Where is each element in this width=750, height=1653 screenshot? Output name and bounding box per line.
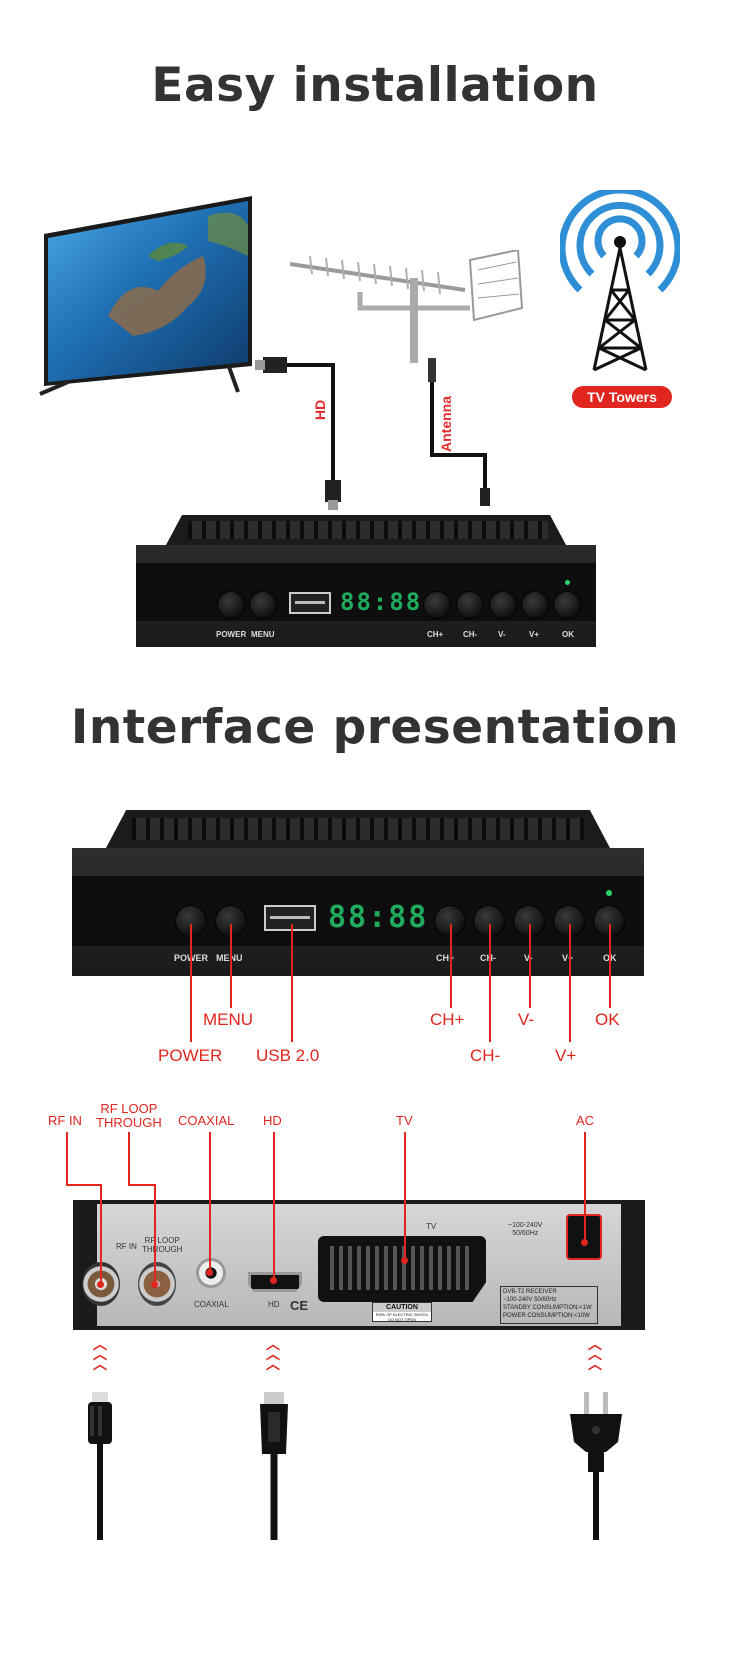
status-led-2 xyxy=(606,890,612,896)
spec-line: ~100-240V 50/60Hz xyxy=(503,1297,557,1303)
callout-tv: TV xyxy=(396,1113,413,1128)
callout-coaxial: COAXIAL xyxy=(178,1113,235,1128)
rf-plug-image xyxy=(80,1392,120,1542)
panel-text-hd: HD xyxy=(268,1300,280,1309)
menu-button[interactable] xyxy=(250,592,276,618)
callout-line-rfin xyxy=(66,1132,68,1184)
panel-text-rfin: RF IN xyxy=(116,1242,137,1251)
callout-line-rfloop-h xyxy=(128,1184,156,1186)
callout-line-vminus xyxy=(529,924,531,1008)
callout-line-rfin-v xyxy=(100,1184,102,1284)
callout-line-rfin-h xyxy=(66,1184,102,1186)
btn2-label-vplus: V+ xyxy=(562,953,574,963)
scart-port[interactable] xyxy=(318,1236,486,1302)
antenna-cable-label: Antenna xyxy=(438,396,454,452)
hdmi-plug-image xyxy=(254,1392,294,1542)
btn-label-vplus: V+ xyxy=(529,630,540,639)
caution-title: CAUTION xyxy=(373,1303,431,1312)
btn-label-chplus: CH+ xyxy=(427,630,444,639)
spec-line: STANDBY CONSUMPTION:<1W xyxy=(503,1305,592,1311)
callout-usb: USB 2.0 xyxy=(256,1046,320,1065)
caution-subtitle: RISK OF ELECTRIC SHOCK DO NOT OPEN xyxy=(375,1312,429,1322)
tv-image xyxy=(38,196,258,396)
callout-line-rfloop-v xyxy=(154,1184,156,1284)
callout-dot-tv xyxy=(401,1257,408,1264)
section-title-interface: Interface presentation xyxy=(70,700,680,755)
tv-tower-icon xyxy=(558,186,682,380)
led-display-2: 88:88 xyxy=(328,900,429,935)
spec-line: POWER CONSUMPTION:<10W xyxy=(503,1313,590,1319)
callout-line-ok xyxy=(609,924,611,1008)
callout-hd: HD xyxy=(263,1113,282,1128)
callout-dot-rfloop xyxy=(151,1281,158,1288)
vplus-button[interactable] xyxy=(522,592,548,618)
callout-ok: OK xyxy=(595,1010,620,1029)
callout-line-chplus xyxy=(450,924,452,1008)
callout-chplus: CH+ xyxy=(430,1010,465,1029)
chevron-up-icon: ︿︿︿ xyxy=(266,1337,280,1373)
hd-cable-label: HD xyxy=(312,399,328,420)
chminus-button[interactable] xyxy=(457,592,483,618)
callout-power: POWER xyxy=(158,1046,223,1065)
btn-label-menu: MENU xyxy=(251,630,275,639)
ok-button[interactable] xyxy=(554,592,580,618)
callout-dot-coaxial xyxy=(206,1269,213,1276)
callout-vplus: V+ xyxy=(555,1046,577,1065)
chplus-button[interactable] xyxy=(424,592,450,618)
usb-port[interactable] xyxy=(289,592,331,614)
callout-line-ac xyxy=(584,1132,586,1242)
receiver-front-2 xyxy=(72,810,644,976)
callout-line-power xyxy=(190,924,192,1042)
tv-towers-badge: TV Towers xyxy=(572,386,672,408)
section-title-installation: Easy installation xyxy=(151,58,599,113)
power-button[interactable] xyxy=(218,592,244,618)
spec-label: DVB-T2 RECEIVER ~100-240V 50/60Hz STANDB… xyxy=(500,1286,598,1324)
callout-line-coaxial xyxy=(209,1132,211,1272)
panel-text-coaxial: COAXIAL xyxy=(194,1300,229,1309)
btn-label-power: POWER xyxy=(216,630,247,639)
led-display: 88:88 xyxy=(340,588,423,616)
callout-ac: AC xyxy=(576,1113,595,1128)
callout-line-hd xyxy=(273,1132,275,1280)
btn2-label-chplus: CH+ xyxy=(436,953,455,963)
callout-line-chminus xyxy=(489,924,491,1042)
callout-line-menu xyxy=(230,924,232,1008)
callout-menu: MENU xyxy=(203,1010,254,1029)
chevron-up-icon: ︿︿︿ xyxy=(93,1337,107,1373)
spec-line: DVB-T2 RECEIVER xyxy=(503,1289,557,1295)
callout-dot-rfin xyxy=(97,1281,104,1288)
callout-vminus: V- xyxy=(518,1010,535,1029)
panel-text-rfloop: RF LOOP THROUGH xyxy=(142,1236,183,1254)
btn2-label-menu: MENU xyxy=(216,953,243,963)
btn-label-vminus: V- xyxy=(498,630,506,639)
callout-dot-ac xyxy=(581,1239,588,1246)
ac-plug-image xyxy=(566,1392,626,1542)
cables-drawing xyxy=(0,0,750,520)
callout-rfloop: RF LOOP THROUGH xyxy=(96,1101,162,1130)
callout-chminus: CH- xyxy=(470,1046,501,1065)
btn2-label-vminus: V- xyxy=(524,953,533,963)
btn-label-ok: OK xyxy=(562,630,574,639)
chevron-up-icon: ︿︿︿ xyxy=(588,1337,602,1373)
receiver-front-1 xyxy=(136,515,596,647)
callout-line-usb xyxy=(291,924,293,1042)
antenna-image xyxy=(289,248,530,370)
callout-dot-hd xyxy=(270,1277,277,1284)
btn-label-chminus: CH- xyxy=(463,630,478,639)
panel-text-voltage: ~100-240V 50/60Hz xyxy=(508,1222,543,1237)
callout-line-vplus xyxy=(569,924,571,1042)
status-led xyxy=(565,580,570,585)
panel-text-tv: TV xyxy=(426,1222,437,1231)
usb-port-2[interactable] xyxy=(264,905,316,931)
callout-line-rfloop xyxy=(128,1132,130,1184)
callout-line-tv xyxy=(404,1132,406,1260)
caution-label: CAUTION RISK OF ELECTRIC SHOCK DO NOT OP… xyxy=(372,1302,432,1322)
panel-ce-mark: CE xyxy=(290,1298,309,1313)
vminus-button[interactable] xyxy=(490,592,516,618)
callout-rfin: RF IN xyxy=(48,1113,82,1128)
btn2-label-chminus: CH- xyxy=(480,953,496,963)
